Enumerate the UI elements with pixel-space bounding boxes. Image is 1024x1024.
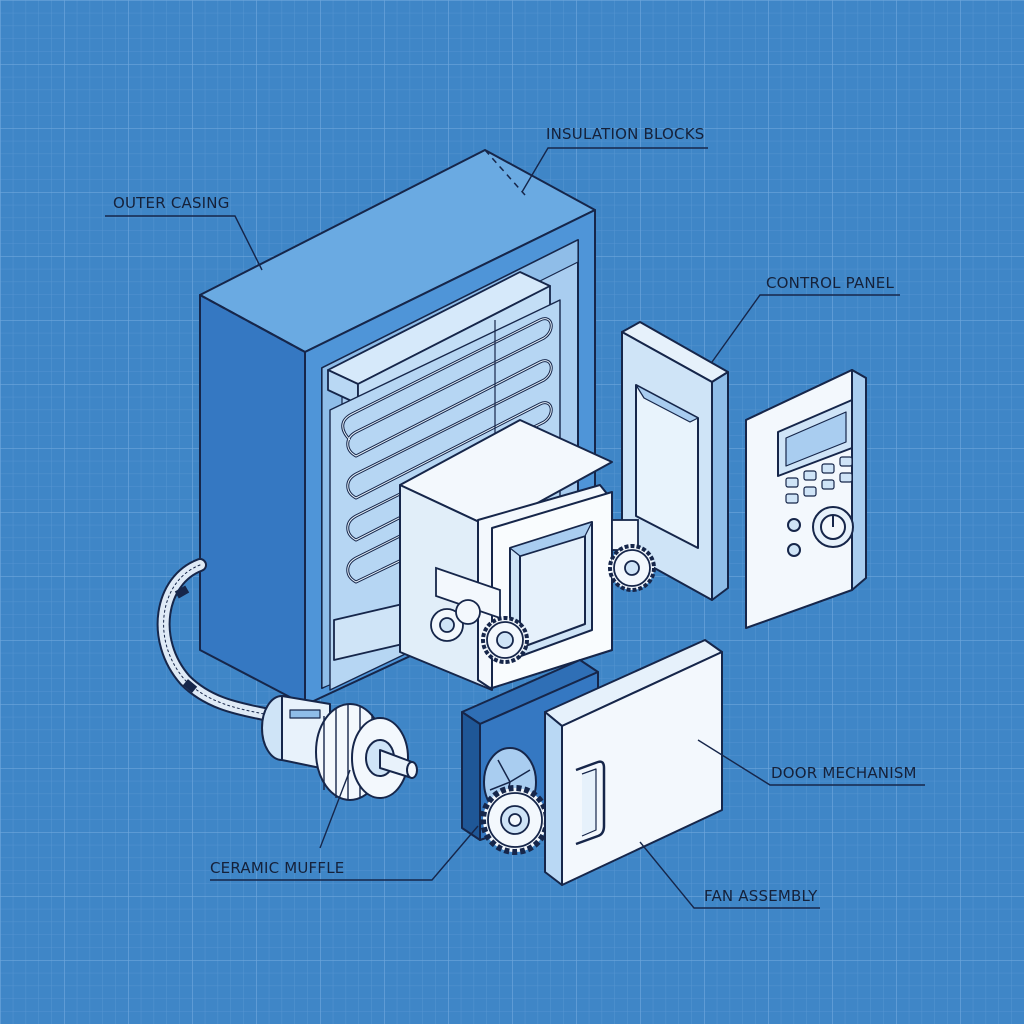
label-fan-assembly: FAN ASSEMBLY: [704, 887, 818, 905]
frame-gears: [608, 519, 656, 592]
muffle-gears: [430, 566, 529, 664]
label-insulation-blocks: INSULATION BLOCKS: [546, 125, 704, 143]
labels: INSULATION BLOCKS OUTER CASING CONTROL P…: [113, 125, 917, 905]
control-panel-unit: [745, 369, 867, 629]
power-cable: [156, 558, 287, 725]
leader-lines: [105, 147, 925, 909]
insulation-frame: [621, 321, 729, 601]
label-ceramic-muffle: CERAMIC MUFFLE: [210, 859, 344, 877]
label-door-mechanism: DOOR MECHANISM: [771, 764, 917, 782]
label-control-panel: CONTROL PANEL: [766, 274, 894, 292]
label-outer-casing: OUTER CASING: [113, 194, 230, 212]
door-panel: [544, 639, 723, 886]
motor-unit: [261, 695, 418, 801]
fan-gear: [480, 785, 550, 855]
